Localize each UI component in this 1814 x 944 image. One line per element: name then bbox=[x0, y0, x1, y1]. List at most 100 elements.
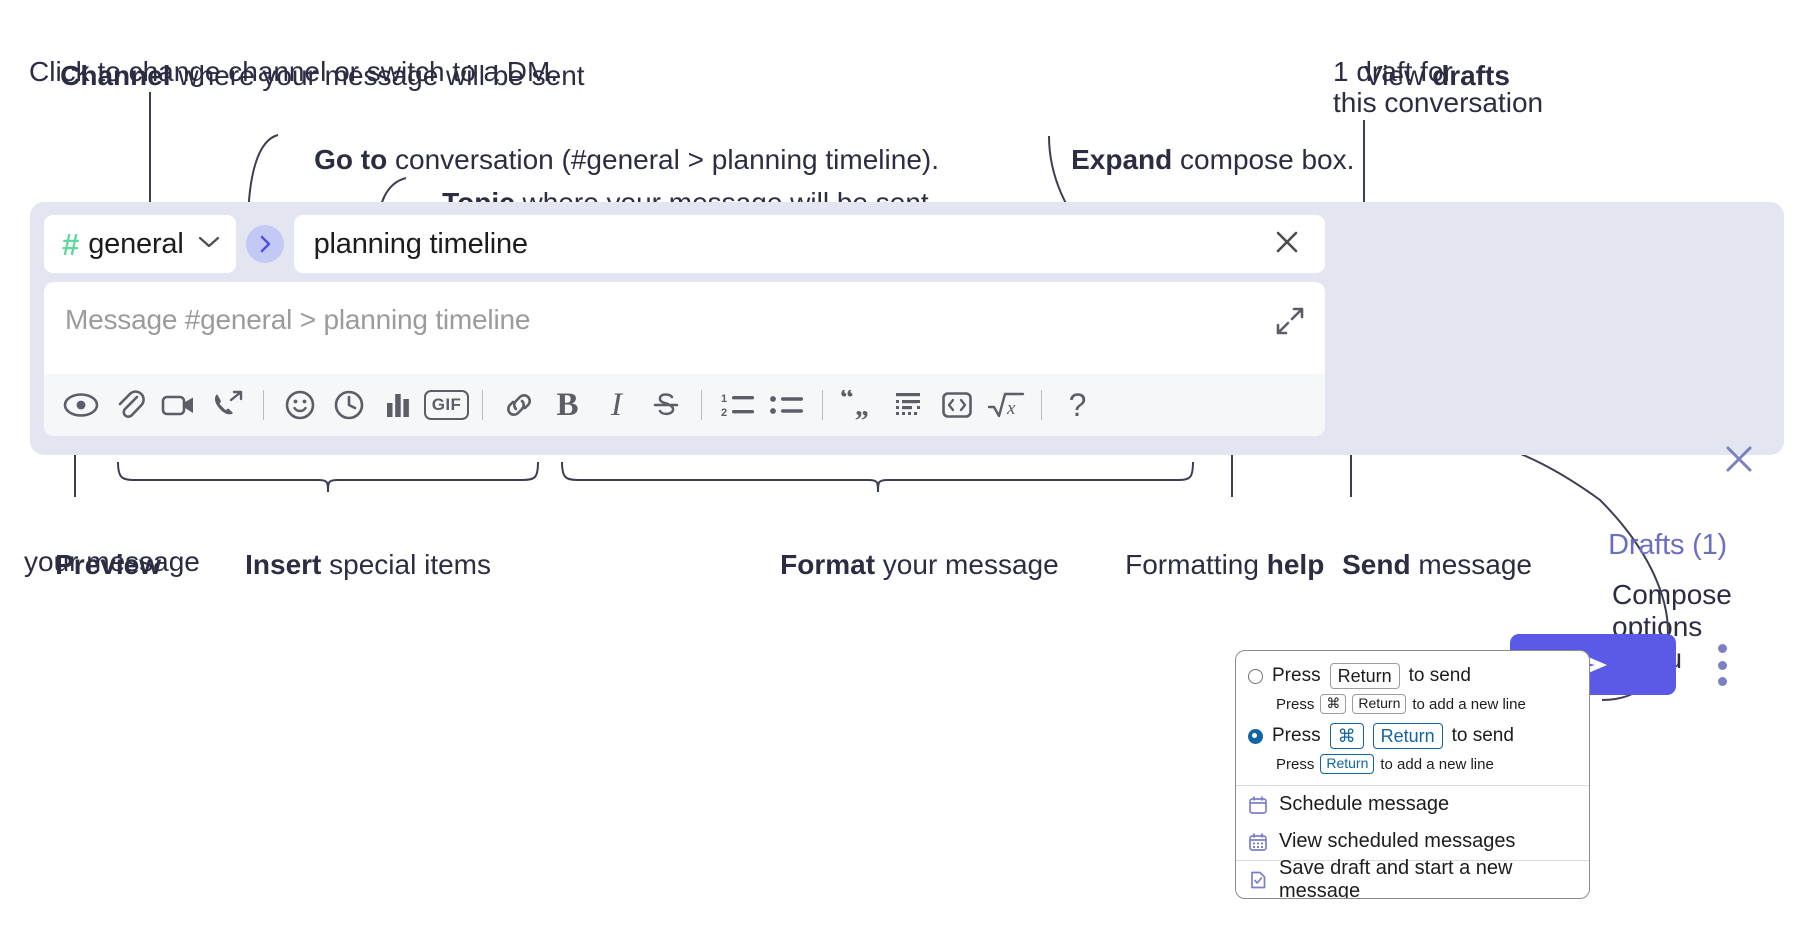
topic-input[interactable]: planning timeline bbox=[313, 227, 528, 260]
hash-icon: # bbox=[62, 226, 80, 262]
annotation-insert-rest: special items bbox=[321, 548, 491, 580]
formatting-toolbar: GIF B I bbox=[44, 374, 1325, 436]
inline-code-icon[interactable] bbox=[932, 382, 981, 428]
message-input-box: Message #general > planning timeline bbox=[44, 282, 1325, 436]
annotation-send-bold: Send bbox=[1342, 548, 1411, 580]
svg-text:x: x bbox=[1006, 398, 1016, 419]
key-return: Return bbox=[1329, 662, 1400, 690]
document-check-icon bbox=[1248, 870, 1268, 890]
drafts-link[interactable]: Drafts (1) bbox=[1608, 529, 1727, 561]
radio-button-selected[interactable] bbox=[1248, 728, 1263, 744]
link-icon[interactable] bbox=[494, 382, 543, 428]
annotation-send: Send message bbox=[1311, 511, 1532, 618]
phone-arrow-icon[interactable] bbox=[203, 382, 252, 428]
annotation-formatting-help: Formatting help bbox=[1094, 511, 1324, 618]
bold-icon[interactable]: B bbox=[543, 382, 592, 428]
menu-item-schedule-message[interactable]: Schedule message bbox=[1236, 786, 1589, 823]
annotation-format-rest: your message bbox=[875, 548, 1059, 580]
close-compose-icon[interactable] bbox=[1722, 442, 1756, 476]
eye-icon[interactable] bbox=[56, 382, 105, 428]
annotation-drafts-italic-2: this conversation bbox=[1333, 87, 1544, 118]
calendar-clock-icon bbox=[1248, 795, 1268, 815]
radio-option-return-to-send[interactable]: Press Return to send bbox=[1236, 661, 1589, 691]
key-command: ⌘ bbox=[1320, 694, 1347, 714]
annotation-drafts-italic-1: 1 draft for bbox=[1333, 56, 1453, 87]
annotation-expand: Expand compose box. bbox=[1040, 106, 1354, 213]
clear-topic-icon[interactable] bbox=[1263, 226, 1311, 263]
video-camera-icon[interactable] bbox=[154, 382, 203, 428]
smiley-icon[interactable] bbox=[275, 382, 324, 428]
italic-icon[interactable]: I bbox=[592, 382, 641, 428]
annotation-goto-bold: Go to bbox=[314, 143, 388, 175]
subtext-pre: Press bbox=[1276, 695, 1315, 713]
kebab-dot bbox=[1717, 677, 1727, 686]
svg-text:1: 1 bbox=[721, 393, 727, 405]
composer-main-column: # general planning timeline bbox=[44, 215, 1325, 436]
compose-options-button[interactable] bbox=[1707, 644, 1737, 686]
menu-item-save-draft[interactable]: Save draft and start a new message bbox=[1236, 857, 1589, 898]
toolbar-divider bbox=[263, 390, 264, 420]
key-return: Return bbox=[1320, 754, 1375, 774]
chevron-down-icon bbox=[198, 235, 220, 254]
menu-item-view-scheduled-messages[interactable]: View scheduled messages bbox=[1236, 823, 1589, 860]
radio-label-pre: Press bbox=[1272, 725, 1321, 746]
radio-label-post: to send bbox=[1408, 665, 1471, 686]
blockquote-icon[interactable]: “ „ bbox=[834, 382, 883, 428]
annotation-preview: Preview bbox=[24, 511, 161, 618]
subtext-pre: Press bbox=[1276, 755, 1315, 773]
key-command: ⌘ bbox=[1329, 722, 1364, 750]
annotation-drafts: View drafts bbox=[1333, 22, 1510, 129]
annotation-preview-bold: Preview bbox=[55, 548, 161, 580]
menu-item-label: View scheduled messages bbox=[1279, 830, 1516, 852]
radio-option-cmd-return-to-send[interactable]: Press ⌘ Return to send bbox=[1236, 721, 1589, 751]
radio-subtext-2: Press Return to add a new line bbox=[1236, 751, 1589, 777]
ordered-list-icon[interactable]: 1 2 bbox=[713, 382, 762, 428]
bar-chart-icon[interactable] bbox=[373, 382, 422, 428]
annotation-help-bold: help bbox=[1266, 548, 1325, 580]
channel-selector-button[interactable]: # general bbox=[44, 215, 236, 273]
annotation-send-rest: message bbox=[1410, 548, 1532, 580]
annotation-channel-rest: where your message will be sent bbox=[170, 59, 585, 91]
gif-label: GIF bbox=[423, 390, 470, 420]
menu-item-label: Schedule message bbox=[1279, 793, 1450, 815]
kebab-dot bbox=[1717, 644, 1727, 653]
annotation-format: Format your message bbox=[749, 511, 1059, 618]
menu-divider bbox=[1236, 860, 1589, 861]
kebab-dot bbox=[1717, 660, 1727, 670]
annotation-compose-options-1: Compose bbox=[1612, 579, 1732, 610]
message-text-area[interactable]: Message #general > planning timeline bbox=[44, 282, 1325, 374]
subtext-post: to add a new line bbox=[1380, 755, 1494, 773]
annotation-drafts-plain: View bbox=[1364, 59, 1433, 91]
annotation-channel: Channel where your message will be sent bbox=[29, 22, 585, 129]
annotation-insert: Insert special items bbox=[214, 511, 491, 618]
bold-label: B bbox=[556, 386, 579, 423]
help-label: ? bbox=[1068, 386, 1087, 423]
annotation-goto: Go to conversation (#general > planning … bbox=[283, 106, 939, 213]
radio-label-post: to send bbox=[1451, 725, 1514, 746]
annotation-format-bold: Format bbox=[780, 548, 876, 580]
gif-icon[interactable]: GIF bbox=[422, 382, 471, 428]
message-placeholder: Message #general > planning timeline bbox=[65, 304, 531, 335]
annotation-preview-line2: your message bbox=[24, 546, 200, 577]
toolbar-divider bbox=[822, 390, 823, 420]
question-mark-icon[interactable]: ? bbox=[1053, 382, 1102, 428]
go-to-conversation-button[interactable] bbox=[245, 225, 284, 263]
topic-input-wrapper[interactable]: planning timeline bbox=[293, 215, 1325, 273]
calendar-grid-icon bbox=[1248, 832, 1268, 852]
clock-icon[interactable] bbox=[324, 382, 373, 428]
bulleted-list-icon[interactable] bbox=[762, 382, 811, 428]
paperclip-icon[interactable] bbox=[105, 382, 154, 428]
menu-item-label: Save draft and start a new message bbox=[1279, 856, 1513, 899]
code-block-icon[interactable] bbox=[883, 382, 932, 428]
subtext-post: to add a new line bbox=[1412, 695, 1526, 713]
strikethrough-icon[interactable] bbox=[641, 382, 690, 428]
expand-compose-box-icon[interactable] bbox=[1273, 304, 1307, 338]
radio-button[interactable] bbox=[1248, 668, 1263, 684]
math-icon[interactable]: x bbox=[981, 382, 1030, 428]
annotation-help-plain: Formatting bbox=[1125, 548, 1267, 580]
annotation-channel-italic: Click to change channel or switch to a D… bbox=[29, 56, 559, 87]
svg-text:2: 2 bbox=[721, 407, 727, 419]
radio-label-pre: Press bbox=[1272, 665, 1321, 686]
annotation-goto-rest: conversation (#general > planning timeli… bbox=[387, 143, 939, 175]
